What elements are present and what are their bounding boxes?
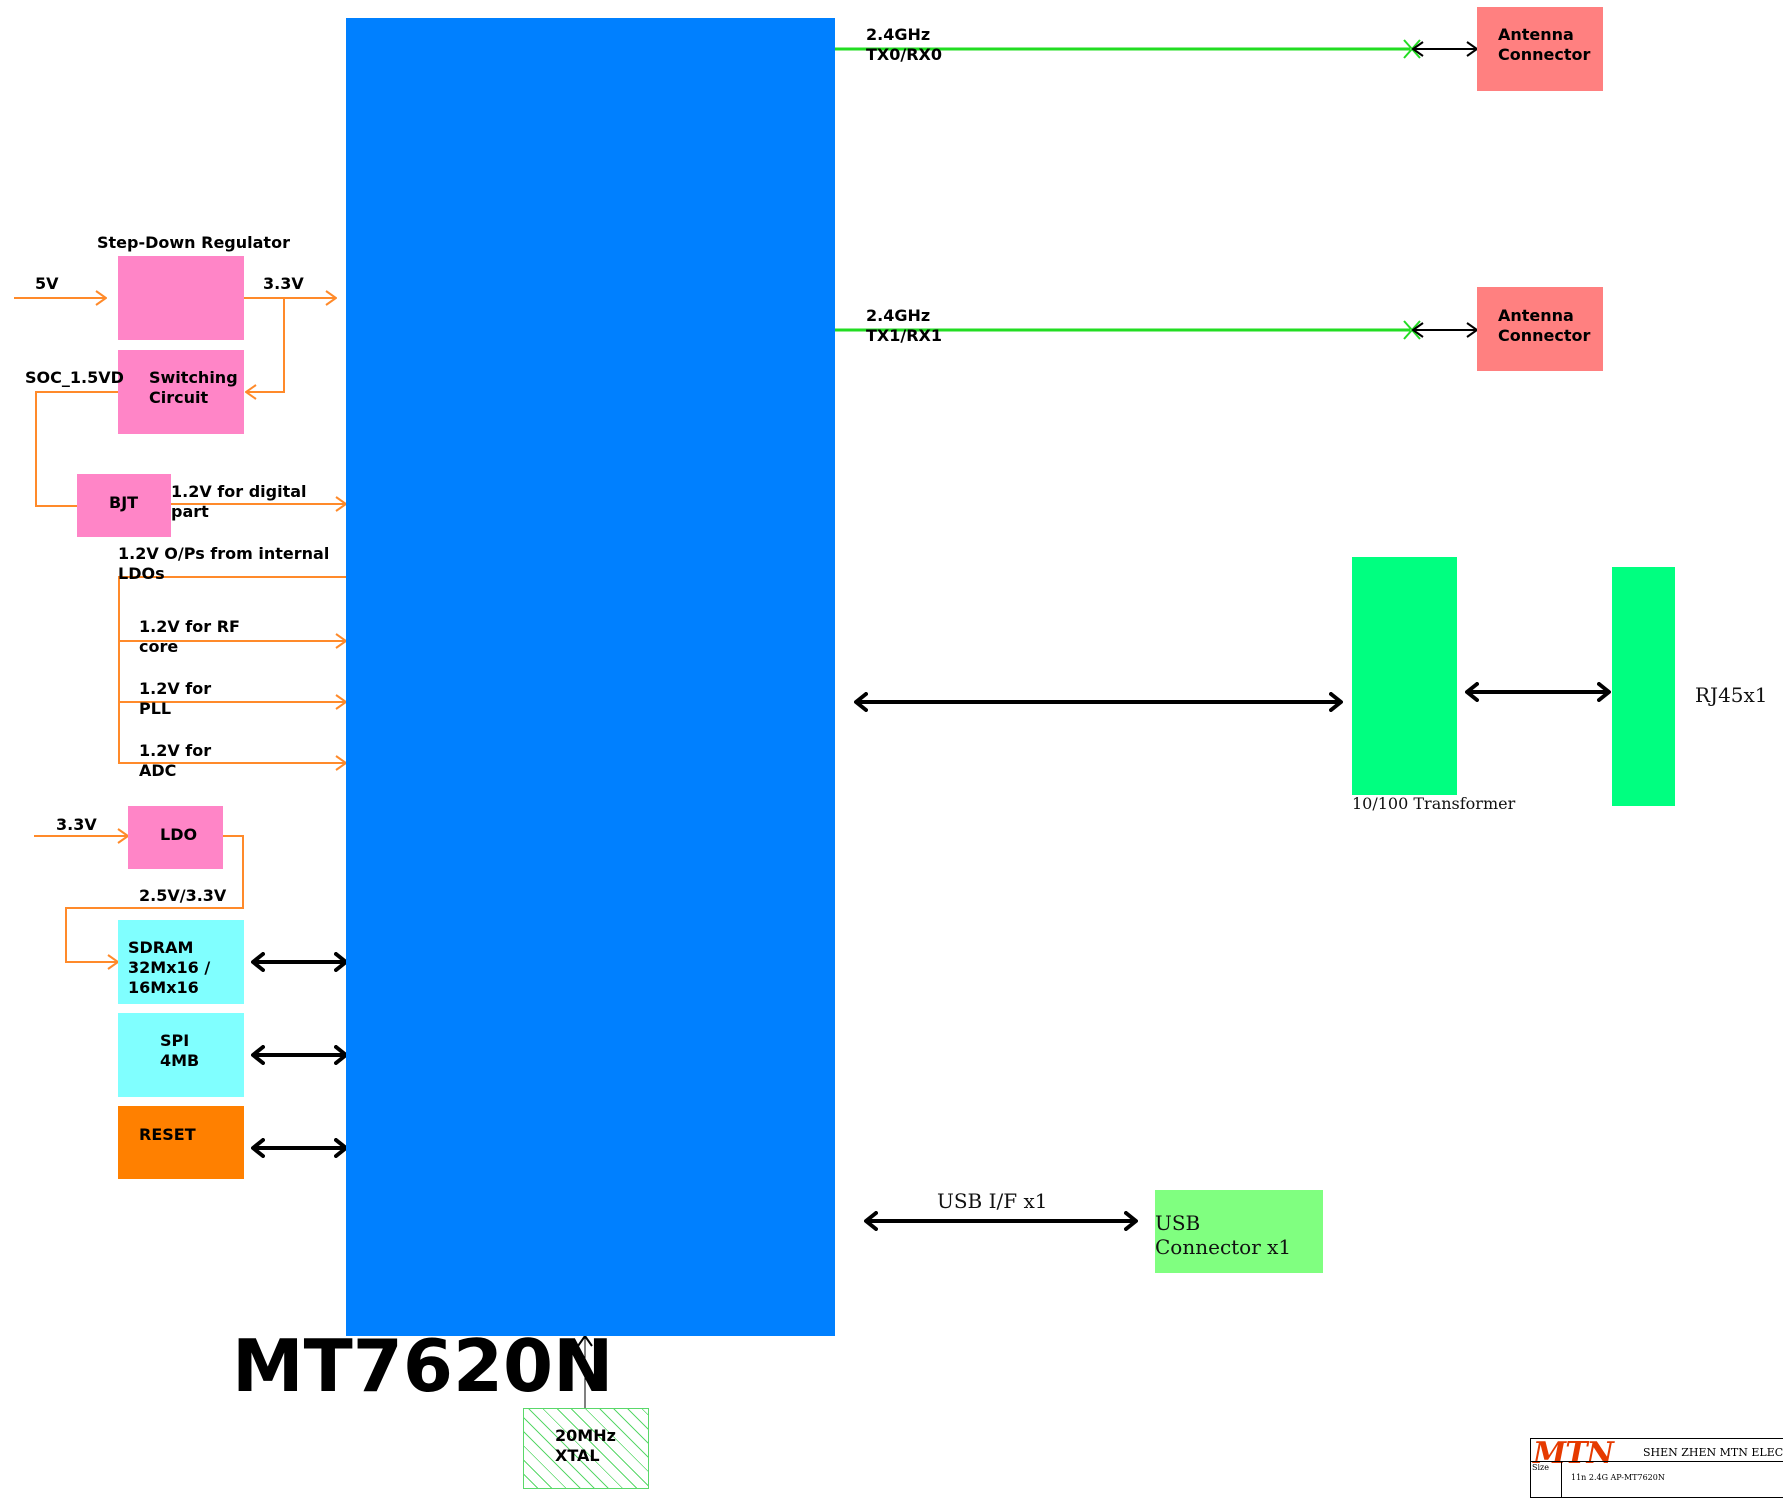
rf-chain-1-label: 2.4GHz TX1/RX1	[866, 306, 943, 345]
rf-chain-1	[834, 320, 1477, 340]
switching-circuit	[118, 350, 244, 434]
ldo-input-label: 3.3V	[56, 815, 97, 834]
rj45-label: RJ45x1	[1695, 683, 1768, 707]
mt7620n-chip	[346, 18, 835, 1336]
wire-ldo-to-sdram	[65, 835, 244, 962]
title-block: MTN SHEN ZHEN MTN ELECTR Size 11n 2.4G A…	[1530, 1438, 1783, 1498]
adc-voltage-label: 1.2V for ADC	[139, 741, 212, 780]
usb-interface-label: USB I/F x1	[937, 1189, 1048, 1213]
xtal-label: 20MHz XTAL	[555, 1426, 616, 1465]
pll-voltage-label: 1.2V for PLL	[139, 679, 212, 718]
sdram-label: SDRAM 32Mx16 / 16Mx16	[128, 938, 211, 997]
project-name: 11n 2.4G AP-MT7620N	[1571, 1473, 1665, 1482]
data-buses	[251, 682, 1611, 1231]
wire-3v3-to-switching	[246, 298, 285, 392]
usb-connector-label: USB Connector x1	[1155, 1211, 1292, 1259]
antenna-connector-1	[1477, 287, 1603, 371]
ldo-label: LDO	[160, 825, 198, 844]
rf-chain-0	[834, 39, 1477, 59]
company-logo: MTN	[1533, 1438, 1614, 1471]
power-wiring	[14, 298, 346, 962]
transformer-label: 10/100 Transformer	[1352, 794, 1516, 813]
antenna-connector-0	[1477, 7, 1603, 91]
output-3v3-label: 3.3V	[263, 274, 304, 293]
rj45-connector	[1612, 567, 1675, 806]
step-down-regulator	[118, 256, 244, 340]
input-5v-label: 5V	[35, 274, 59, 293]
antenna-1-label: Antenna Connector	[1498, 306, 1591, 345]
internal-ldo-label: 1.2V O/Ps from internal LDOs	[118, 544, 330, 583]
reset-label: RESET	[139, 1125, 196, 1144]
digital-voltage-label: 1.2V for digital part	[171, 482, 307, 521]
size-label: Size	[1532, 1463, 1549, 1472]
bjt-label: BJT	[109, 493, 139, 512]
rf-chain-0-label: 2.4GHz TX0/RX0	[866, 25, 943, 64]
title-block-size-divider	[1561, 1461, 1562, 1497]
title-block-divider	[1531, 1461, 1783, 1462]
bjt	[77, 474, 171, 537]
ldo	[128, 806, 223, 869]
usb-connector	[1155, 1190, 1323, 1273]
ldo-output-label: 2.5V/3.3V	[139, 886, 227, 905]
spi-flash	[118, 1013, 244, 1097]
antenna-0-label: Antenna Connector	[1498, 25, 1591, 64]
wire-internal-ldo	[118, 576, 346, 763]
chip-name: MT7620N	[232, 1324, 614, 1408]
company-name: SHEN ZHEN MTN ELECTR	[1643, 1446, 1783, 1459]
wire-soc-to-bjt	[35, 391, 118, 507]
switching-circuit-label: Switching Circuit	[149, 368, 238, 407]
regulator-title: Step-Down Regulator	[97, 233, 290, 252]
crystal-oscillator	[523, 1408, 649, 1489]
soc-voltage-label: SOC_1.5VD	[25, 368, 124, 387]
transformer	[1352, 557, 1457, 795]
reset-block	[118, 1106, 244, 1179]
sdram	[118, 920, 244, 1004]
spi-label: SPI 4MB	[160, 1031, 200, 1070]
rf-voltage-label: 1.2V for RF core	[139, 617, 240, 656]
